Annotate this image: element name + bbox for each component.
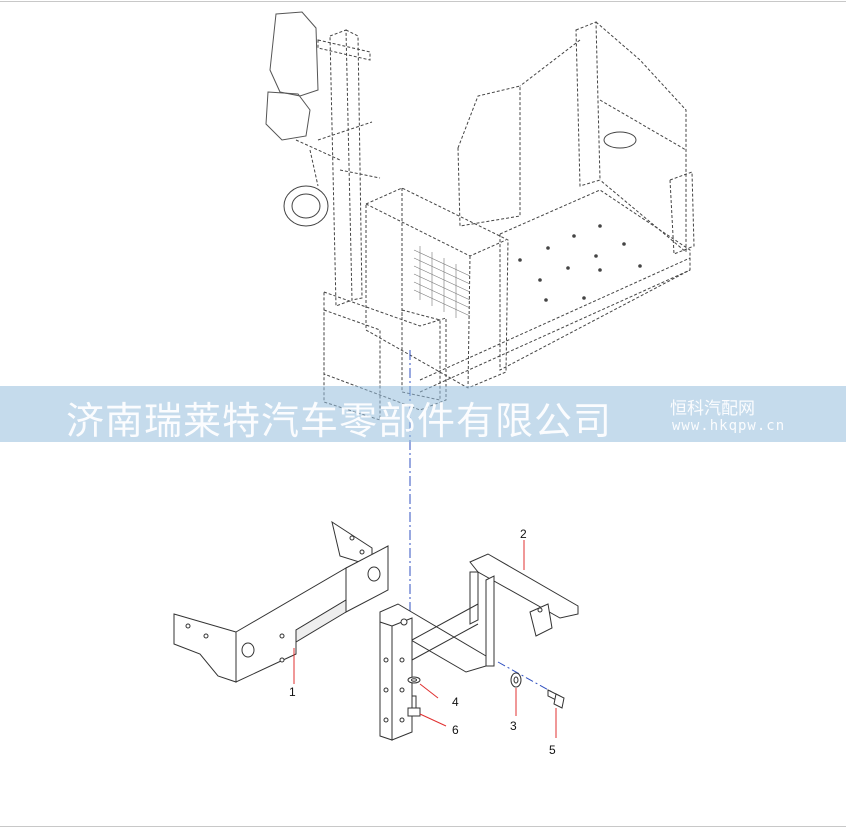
watermark-company-name: 济南瑞莱特汽车零部件有限公司 (66, 399, 613, 443)
callout-2: 2 (520, 527, 527, 541)
callout-1: 1 (289, 685, 296, 699)
part-5-bolt (547, 689, 565, 709)
callout-leaders (293, 540, 557, 738)
part-3-washer (510, 672, 522, 688)
callout-6: 6 (452, 723, 459, 737)
floor-holes (518, 224, 642, 302)
callout-5: 5 (549, 743, 556, 757)
watermark-site-name: 恒科汽配网 (670, 399, 755, 419)
battery-vent-grid (413, 246, 471, 318)
bottom-border (0, 826, 846, 827)
leader-4 (419, 683, 439, 699)
callout-labels: 1 2 3 4 5 6 (289, 527, 556, 757)
watermark-site-url: www.hkqpw.cn (672, 418, 786, 434)
part-1-bracket (173, 520, 389, 683)
top-border (0, 1, 846, 2)
part-2-frame (379, 553, 579, 741)
bolt-axis-line (497, 661, 553, 693)
part-4-washer (407, 676, 421, 684)
cab-frame-assembly (265, 11, 695, 421)
watermark-banner: 济南瑞莱特汽车零部件有限公司 恒科汽配网 www.hkqpw.cn (0, 386, 846, 443)
part-6-bolt (407, 695, 421, 717)
leader-6 (419, 713, 447, 727)
callout-3: 3 (510, 719, 517, 733)
callout-4: 4 (452, 695, 459, 709)
